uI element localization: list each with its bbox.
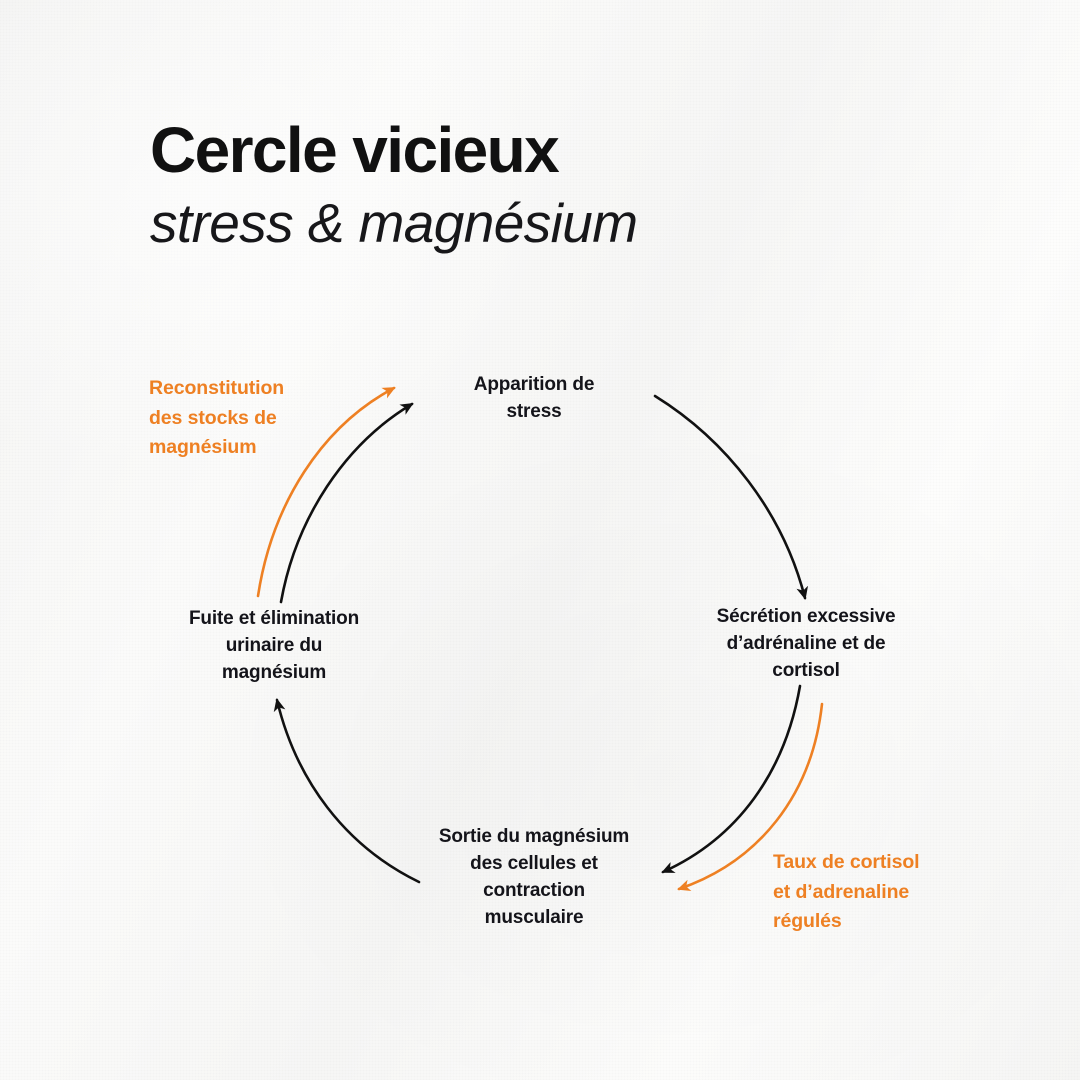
- edge-label-taux: Taux de cortisol et d’adrenaline régulés: [773, 848, 993, 937]
- title-block: Cercle vicieux stress & magnésium: [150, 114, 638, 254]
- cycle-node-sortie: Sortie du magnésium des cellules et cont…: [410, 824, 658, 932]
- edge-label-taux-line3: régulés: [773, 910, 842, 933]
- cycle-node-fuite: Fuite et élimination urinaire du magnési…: [152, 606, 396, 687]
- cycle-node-fuite-line1: Fuite et élimination: [188, 608, 360, 629]
- cycle-node-sortie-line2: des cellules et: [470, 852, 598, 874]
- edge-label-reconstitution-line2: des stocks de: [149, 406, 277, 429]
- cycle-node-stress: Apparition de stress: [434, 372, 634, 426]
- cycle-node-sortie-line1: Sortie du magnésium: [438, 826, 630, 847]
- cycle-node-fuite-line2: urinaire du: [225, 634, 323, 656]
- cycle-node-sortie-line4: musculaire: [484, 906, 584, 928]
- cycle-node-fuite-line3: magnésium: [221, 661, 327, 683]
- edge-label-taux-line1: Taux de cortisol: [773, 851, 920, 873]
- arrow-sortie-to-fuite: [273, 698, 421, 884]
- cycle-node-stress-line2: stress: [506, 400, 562, 422]
- arrow-fuite-to-stress: [279, 402, 414, 604]
- cycle-node-secretion-line3: cortisol: [772, 659, 840, 681]
- page-title: Cercle vicieux: [150, 114, 560, 186]
- arrow-secretion-to-sortie-orange: [677, 702, 824, 892]
- page-subtitle: stress & magnésium: [150, 192, 638, 254]
- cycle-node-secretion-line1: Sécrétion excessive: [716, 606, 896, 627]
- arrow-stress-to-secretion: [653, 394, 809, 600]
- cycle-node-secretion-line2: d’adrénaline et de: [726, 632, 886, 654]
- edge-label-reconstitution-line3: magnésium: [149, 436, 257, 459]
- cycle-node-secretion: Sécrétion excessive d’adrénaline et de c…: [686, 604, 926, 685]
- edge-label-reconstitution: Reconstitution des stocks de magnésium: [149, 374, 379, 463]
- edge-label-reconstitution-line1: Reconstitution: [149, 377, 285, 399]
- cycle-node-sortie-line3: contraction: [483, 879, 585, 901]
- arrow-secretion-to-sortie: [661, 684, 802, 874]
- cycle-node-stress-line1: Apparition de: [473, 374, 595, 395]
- edge-label-taux-line2: et d’adrenaline: [773, 880, 910, 903]
- arrow-fuite-to-stress-orange: [256, 386, 396, 598]
